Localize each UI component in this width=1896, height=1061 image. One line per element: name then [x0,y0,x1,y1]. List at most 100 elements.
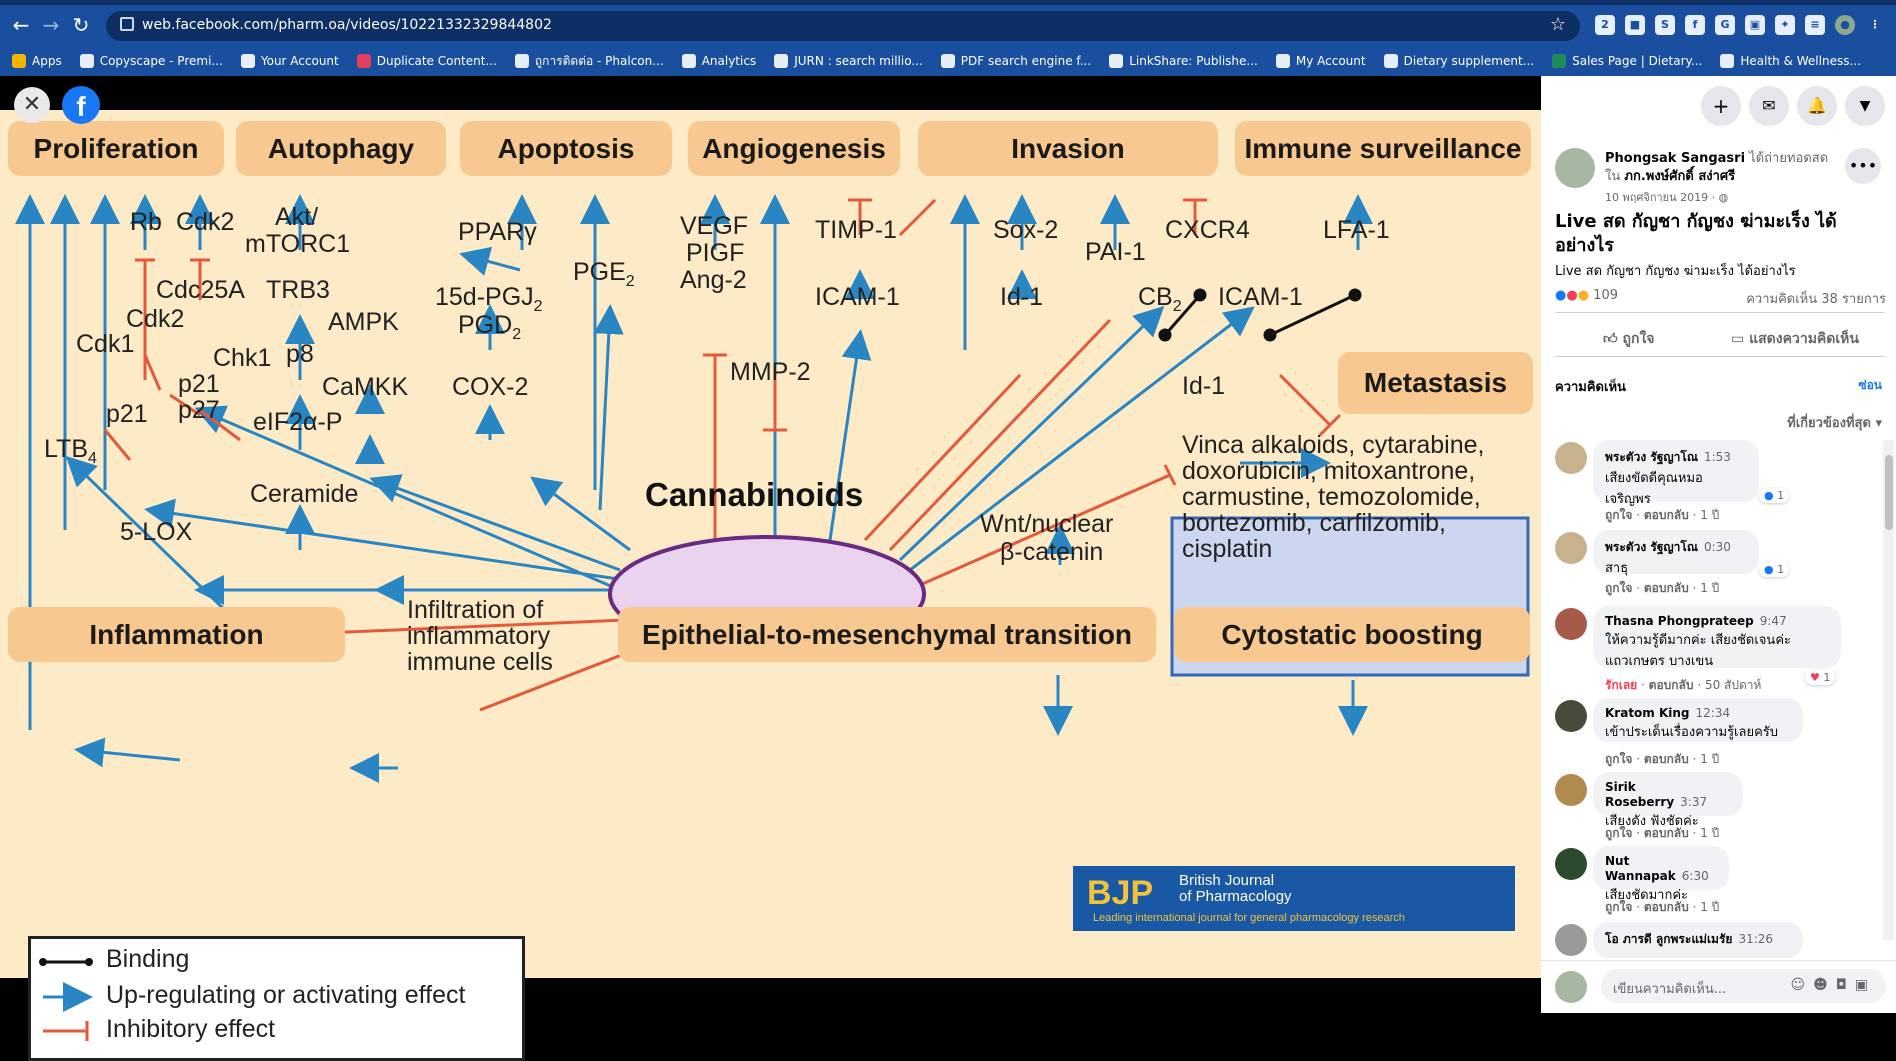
extension-icon[interactable]: ■ [1625,15,1645,35]
avatar-sticker-icon[interactable]: ☺ [1790,977,1814,993]
comment-like-link[interactable]: ถูกใจ [1605,581,1633,595]
extension-icon[interactable]: 2 [1595,15,1615,35]
like-button[interactable]: 👍︎ ถูกใจ [1603,331,1655,347]
bookmark-item[interactable]: PDF search engine f... [940,54,1091,68]
label-chk1: Chk1 [213,344,272,372]
page-name[interactable]: ภก.พงษ์ศักดิ์ สง่าศรี [1624,169,1736,184]
comment-input[interactable]: เขียนความคิดเห็น... ☺☻◘▣ [1601,969,1886,1003]
address-bar[interactable]: web.facebook.com/pharm.oa/videos/1022133… [106,11,1580,41]
author-avatar[interactable] [1555,148,1595,188]
reactions-summary[interactable]: ●●● 109 [1555,288,1618,303]
label-id1-mid: Id-1 [1182,372,1226,400]
author-name[interactable]: Phongsak Sangasri [1605,151,1746,166]
bookmark-item[interactable]: JURN : search millio... [774,54,923,68]
bookmark-item[interactable]: ถูการติดต่อ - Phalcon... [514,52,664,71]
comments-scrollbar[interactable] [1883,440,1894,940]
comment-timestamp[interactable]: 31:26 [1738,932,1774,946]
commenter-name[interactable]: พระตัวง รัฐญาโณ [1605,540,1698,554]
comment-timestamp[interactable]: 12:34 [1695,706,1731,720]
commenter-name[interactable]: Sirik Roseberry [1605,780,1675,809]
bookmark-apps[interactable]: Apps [12,54,62,68]
commenter-name[interactable]: Kratom King [1605,706,1690,720]
back-icon[interactable]: ← [12,13,30,37]
bookmark-favicon [1383,54,1398,68]
bookmark-item[interactable]: Sales Page | Dietary... [1552,54,1702,68]
comment-reply-link[interactable]: ตอบกลับ [1643,900,1689,914]
bookmark-item[interactable]: Duplicate Content... [356,54,497,68]
bookmark-item[interactable]: Copyscape - Premi... [79,54,223,68]
comment-reaction-count[interactable]: ♥ 1 [1805,670,1836,685]
sticker-icon[interactable]: ▣ [1854,977,1876,993]
comment-reply-link[interactable]: ตอบกลับ [1648,678,1694,692]
camera-icon[interactable]: ◘ [1835,977,1855,993]
puzzle-icon[interactable]: ✦ [1775,15,1795,35]
comment-age[interactable]: 1 ปี [1700,508,1720,522]
bookmark-item[interactable]: Dietary supplement... [1383,54,1534,68]
bookmark-item[interactable]: My Account [1275,54,1366,68]
comment-timestamp[interactable]: 6:30 [1681,869,1709,883]
reload-icon[interactable]: ↻ [72,13,90,37]
facebook-logo-icon[interactable]: f [62,86,100,124]
bookmark-star-icon[interactable]: ☆ [1549,14,1566,35]
comment-reply-link[interactable]: ตอบกลับ [1643,581,1689,595]
comment-timestamp[interactable]: 0:30 [1703,540,1731,554]
messenger-icon[interactable]: ✉ [1749,86,1789,126]
commenter-avatar[interactable] [1555,442,1587,474]
comment-timestamp[interactable]: 3:37 [1680,795,1708,809]
commenter-name[interactable]: โอ ภารดี ลูกพระแม่เมรัย [1605,932,1733,946]
comment-age[interactable]: 1 ปี [1700,826,1720,840]
sort-comments-dropdown[interactable]: ที่เกี่ยวข้องที่สุด ▾ [1787,416,1882,431]
forward-icon[interactable]: → [42,13,60,37]
commenter-avatar[interactable] [1555,848,1587,880]
comment-reply-link[interactable]: ตอบกลับ [1643,752,1689,766]
commenter-name[interactable]: Thasna Phongprateep [1605,614,1754,628]
notifications-bell-icon[interactable]: 🔔 [1797,86,1837,126]
hide-comments-link[interactable]: ซ่อน [1858,378,1882,392]
menu-icon[interactable]: ⋮ [1869,18,1881,31]
scrollbar-thumb[interactable] [1885,455,1893,530]
reading-list-icon[interactable]: ≡ [1805,15,1825,35]
comment-button[interactable]: ▭ แสดงความคิดเห็น [1731,331,1859,347]
emoji-icon[interactable]: ☻ [1813,977,1836,993]
comment-text: เสียงชัดมากค่ะ [1605,888,1689,903]
create-plus-icon[interactable]: + [1701,86,1741,126]
commenter-avatar[interactable] [1555,774,1587,806]
extension-icon[interactable]: ▣ [1745,15,1765,35]
commenter-name[interactable]: Nut Wannapak [1605,854,1676,883]
extension-icon[interactable]: f [1685,15,1705,35]
comment-age[interactable]: 1 ปี [1700,581,1720,595]
bookmark-item[interactable]: Your Account [240,54,339,68]
comment-timestamp[interactable]: 9:47 [1759,614,1787,628]
account-menu-chevron-icon[interactable]: ▼ [1845,86,1885,126]
bookmark-item[interactable]: Health & Wellness... [1720,54,1861,68]
comment-love-link[interactable]: รักเลย [1605,678,1638,692]
post-date[interactable]: 10 พฤศจิกายน 2019 · ◍ [1605,191,1729,204]
commenter-avatar[interactable] [1555,700,1587,732]
comments-count[interactable]: ความคิดเห็น 38 รายการ [1746,292,1886,307]
comment-like-link[interactable]: ถูกใจ [1605,752,1633,766]
url-text[interactable]: web.facebook.com/pharm.oa/videos/1022133… [142,17,552,33]
extension-icon[interactable]: S [1655,15,1675,35]
more-options-icon[interactable]: ••• [1845,148,1881,184]
commenter-avatar[interactable] [1555,924,1587,956]
profile-avatar-icon[interactable]: ● [1835,15,1855,35]
close-icon[interactable]: ✕ [14,87,50,123]
comment-like-link[interactable]: ถูกใจ [1605,900,1633,914]
comment-like-link[interactable]: ถูกใจ [1605,826,1633,840]
bookmark-item[interactable]: LinkShare: Publishe... [1109,54,1258,68]
comment-age[interactable]: 50 สัปดาห์ [1704,678,1762,692]
comment-reaction-count[interactable]: ● 1 [1759,488,1790,503]
extension-icon[interactable]: G [1715,15,1735,35]
comment-like-link[interactable]: ถูกใจ [1605,508,1633,522]
bookmark-item[interactable]: Analytics [681,54,756,68]
comment-age[interactable]: 1 ปี [1700,752,1720,766]
comment-reply-link[interactable]: ตอบกลับ [1643,826,1689,840]
lock-icon [120,17,134,31]
comment-reaction-count[interactable]: ● 1 [1759,562,1790,577]
comment-timestamp[interactable]: 1:53 [1703,450,1731,464]
commenter-avatar[interactable] [1555,532,1587,564]
commenter-name[interactable]: พระตัวง รัฐญาโณ [1605,450,1698,464]
comment-age[interactable]: 1 ปี [1700,900,1720,914]
commenter-avatar[interactable] [1555,608,1587,640]
comment-reply-link[interactable]: ตอบกลับ [1643,508,1689,522]
